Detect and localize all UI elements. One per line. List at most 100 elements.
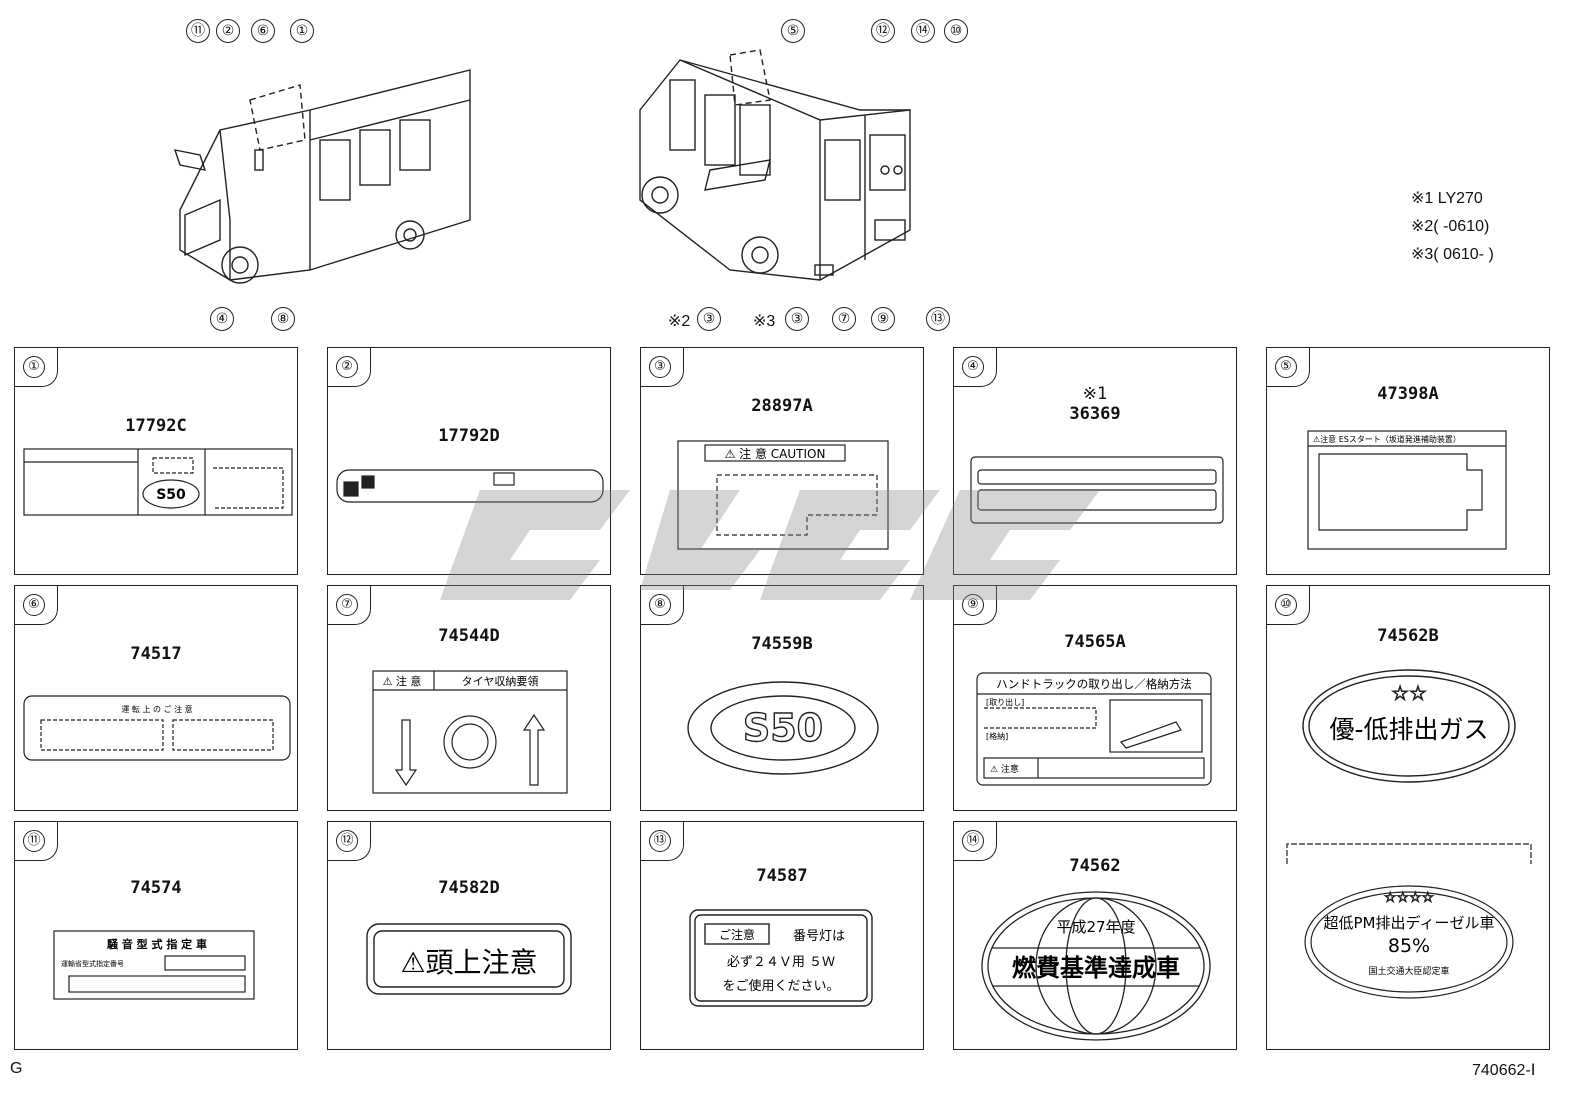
label-panel-10: ⑩ 74562B ☆☆ 優-低排出ガス ☆☆☆☆ 超低PM排出ディーゼル車 85… — [1266, 585, 1550, 1050]
yu-low-text: 優-低排出ガス — [1329, 715, 1488, 744]
svg-text:☆☆☆☆: ☆☆☆☆ — [1384, 890, 1434, 906]
panel-number: ⑤ — [1275, 356, 1297, 378]
part-number: 17792D — [438, 426, 500, 446]
label-panel-13: ⑬ 74587 ご注意 番号灯は 必ず２４Ｖ用 ５Ｗ をご使用ください。 — [640, 821, 924, 1050]
part-number: 36369 — [1069, 404, 1121, 424]
footnote-mark: ※1 — [1082, 384, 1108, 404]
tire-header-b: タイヤ収納要領 — [462, 674, 539, 688]
callout-rear-3b: ③ — [785, 307, 809, 331]
callout-rear-9: ⑨ — [871, 307, 895, 331]
label-drawing: ⚠ 注 意 CAUTION — [677, 440, 889, 550]
hand-store: [格納] — [986, 731, 1008, 741]
panel-number: ⑥ — [23, 594, 45, 616]
callout-rear-12: ⑫ — [871, 19, 895, 43]
part-number: 74562 — [1069, 856, 1121, 876]
part-number: 28897A — [751, 396, 813, 416]
callout-front-6: ⑥ — [251, 19, 275, 43]
label-drawing — [336, 469, 604, 503]
hand-take: [取り出し] — [986, 697, 1024, 707]
panel-number: ⑭ — [962, 830, 984, 852]
vehicle-rear-view — [639, 49, 911, 281]
pm-pct: 85% — [1388, 935, 1430, 957]
tire-header-a: ⚠ 注 意 — [383, 674, 422, 688]
label-panel-8: ⑧ 74559B S50 — [640, 585, 924, 811]
callout-rear-3a: ③ — [697, 307, 721, 331]
label-panel-5: ⑤ 47398A ⚠注意 ESスタート（坂道発進補助装置） — [1266, 347, 1550, 575]
note-1: ※1 LY270 — [1411, 190, 1483, 207]
label-panel-3: ③ 28897A ⚠ 注 意 CAUTION — [640, 347, 924, 575]
callout-front-1: ① — [290, 19, 314, 43]
vehicle-front-view — [173, 69, 471, 284]
label-drawing: 騒 音 型 式 指 定 車 運輸省型式指定番号 — [53, 930, 255, 1000]
callout-rear-10: ⑩ — [944, 19, 968, 43]
fuel-year: 平成27年度 — [1056, 918, 1135, 936]
p6-title: 運 転 上 の ご 注 意 — [121, 704, 192, 714]
panel-number: ⑦ — [336, 594, 358, 616]
callout-front-2: ② — [216, 19, 240, 43]
panel-number: ⑬ — [649, 830, 671, 852]
footer-right: 740662-Ⅰ — [1472, 1062, 1536, 1079]
part-number: 74544D — [438, 626, 500, 646]
label-drawing: 平成27年度 燃費基準達成車 — [981, 891, 1211, 1041]
callout-rear-14: ⑭ — [911, 19, 935, 43]
panel-number: ② — [336, 356, 358, 378]
head-caution-text: ⚠頭上注意 — [400, 946, 537, 979]
hand-truck-title: ハンドトラックの取り出し／格納方法 — [996, 677, 1192, 691]
panel-number: ③ — [649, 356, 671, 378]
callout-rear-7: ⑦ — [832, 307, 856, 331]
panel-number: ⑪ — [23, 830, 45, 852]
callout-prefix-3: ※3 — [753, 313, 776, 330]
part-number: 74517 — [130, 644, 182, 664]
noise-sub: 運輸省型式指定番号 — [61, 959, 124, 968]
label-drawing: ご注意 番号灯は 必ず２４Ｖ用 ５Ｗ をご使用ください。 — [689, 909, 873, 1007]
label-panel-6: ⑥ 74517 運 転 上 の ご 注 意 — [14, 585, 298, 811]
fuel-main: 燃費基準達成車 — [1012, 954, 1180, 982]
noise-title: 騒 音 型 式 指 定 車 — [107, 937, 207, 951]
label-drawing — [970, 456, 1224, 524]
lamp-line3: をご使用ください。 — [722, 978, 839, 994]
s50-text: S50 — [156, 487, 186, 503]
lamp-box: ご注意 — [719, 927, 755, 942]
panel-number: ① — [23, 356, 45, 378]
footer-left: G — [10, 1060, 23, 1077]
part-number: 17792C — [125, 416, 187, 436]
panel-number: ⑨ — [962, 594, 984, 616]
label-panel-11: ⑪ 74574 騒 音 型 式 指 定 車 運輸省型式指定番号 — [14, 821, 298, 1050]
part-number: 74574 — [130, 878, 182, 898]
part-number: 74587 — [756, 866, 808, 886]
label-drawing: S50 — [23, 448, 293, 516]
panel-number: ④ — [962, 356, 984, 378]
lamp-line2: 必ず２４Ｖ用 ５Ｗ — [727, 955, 835, 970]
lamp-line1: 番号灯は — [793, 929, 845, 944]
s50-big: S50 — [743, 706, 823, 750]
label-drawing: ⚠注意 ESスタート（坂道発進補助装置） — [1307, 430, 1507, 550]
label-drawing: ⚠頭上注意 — [366, 923, 572, 995]
label-drawing: 運 転 上 の ご 注 意 — [23, 695, 291, 761]
label-panel-9: ⑨ 74565A ハンドトラックの取り出し／格納方法 [取り出し] [格納] ⚠… — [953, 585, 1237, 811]
part-number: 74562B — [1377, 626, 1439, 646]
part-number: 47398A — [1377, 384, 1439, 404]
note-2: ※2( -0610) — [1411, 218, 1490, 235]
label-panel-2: ② 17792D — [327, 347, 611, 575]
label-panel-4: ④ ※1 36369 — [953, 347, 1237, 575]
label-panel-1: ① 17792C S50 — [14, 347, 298, 575]
callout-rear-5: ⑤ — [781, 19, 805, 43]
es-start-text: ⚠注意 ESスタート（坂道発進補助装置） — [1313, 434, 1461, 444]
hand-caution: ⚠ 注意 — [990, 763, 1019, 775]
callout-front-4: ④ — [210, 307, 234, 331]
label-drawing: ⚠ 注 意 タイヤ収納要領 — [372, 670, 568, 794]
label-drawing: S50 — [687, 681, 879, 775]
panel-number: ⑧ — [649, 594, 671, 616]
part-number: 74582D — [438, 878, 500, 898]
svg-text:☆☆: ☆☆ — [1391, 681, 1427, 705]
caution-header: ⚠ 注 意 CAUTION — [725, 446, 826, 461]
label-drawing: ハンドトラックの取り出し／格納方法 [取り出し] [格納] ⚠ 注意 — [976, 672, 1212, 786]
pm-main: 超低PM排出ディーゼル車 — [1324, 914, 1495, 932]
callout-prefix-2: ※2 — [668, 313, 691, 330]
label-panel-7: ⑦ 74544D ⚠ 注 意 タイヤ収納要領 — [327, 585, 611, 811]
label-panel-14: ⑭ 74562 平成27年度 燃費基準達成車 — [953, 821, 1237, 1050]
part-number: 74565A — [1064, 632, 1126, 652]
part-number: 74559B — [751, 634, 813, 654]
callout-rear-13: ⑬ — [926, 307, 950, 331]
panel-number: ⑩ — [1275, 594, 1297, 616]
